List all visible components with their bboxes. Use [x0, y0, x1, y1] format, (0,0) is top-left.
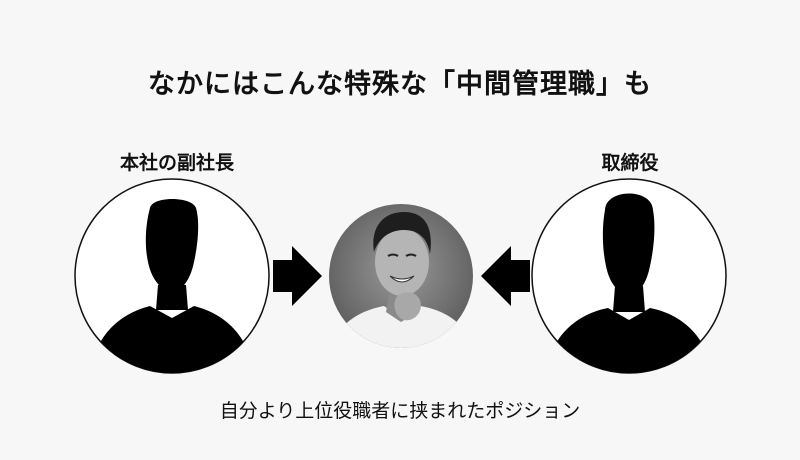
right-person-label: 取締役: [601, 152, 659, 174]
diagram-title: なかにはこんな特殊な「中間管理職」も: [148, 69, 652, 100]
left-person-silhouette-icon: [74, 178, 270, 374]
arrow-right-icon: [273, 246, 322, 306]
diagram-caption: 自分より上位役職者に挟まれたポジション: [219, 400, 581, 422]
right-person-silhouette-icon: [531, 178, 727, 374]
left-person-label: 本社の副社長: [119, 152, 234, 174]
center-person-photo: [329, 204, 473, 348]
arrow-left-icon: [481, 246, 530, 306]
